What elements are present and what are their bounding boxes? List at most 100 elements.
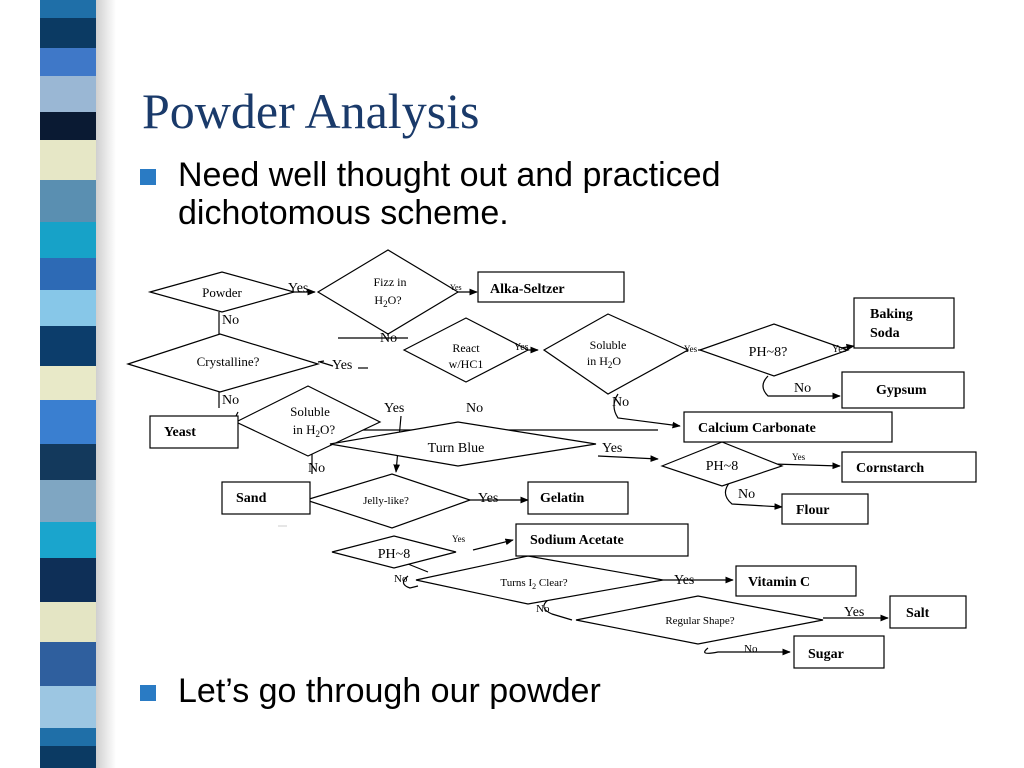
- sugar-text: Sugar: [808, 647, 844, 662]
- edge-label-no: No: [380, 331, 397, 346]
- edge-label-no: No: [738, 487, 755, 502]
- turns-clear-label: Turns I2 Clear?: [500, 577, 567, 591]
- stripe-block: [40, 686, 96, 728]
- stripe-block: [40, 642, 96, 686]
- stripe-block: [40, 366, 96, 400]
- decision-regular-shape: [575, 595, 824, 645]
- edge-label-yes: Yes: [332, 358, 352, 373]
- result-sugar: [793, 635, 885, 669]
- soluble1-label-line2: in H2O: [587, 354, 622, 370]
- ph8-mid-label: PH~8: [706, 459, 738, 474]
- decorative-stripe: [40, 0, 96, 768]
- powder-label: Powder: [202, 285, 242, 300]
- gypsum-text: Gypsum: [876, 383, 927, 398]
- turn-blue-label: Turn Blue: [428, 441, 485, 456]
- result-salt: [889, 595, 967, 629]
- bullet-item: Need well thought out and practiced dich…: [140, 156, 840, 236]
- decision-crystalline: [126, 333, 321, 393]
- stripe-block: [40, 112, 96, 140]
- stripe-block: [40, 0, 96, 18]
- edge-label-yes: Yes: [684, 344, 698, 354]
- decision-jelly: [303, 473, 472, 529]
- result-yeast: [149, 415, 239, 449]
- result-flour: [781, 493, 869, 525]
- jelly-label: Jelly-like?: [363, 495, 409, 507]
- stripe-block: [40, 140, 96, 180]
- sodium-acetate-text: Sodium Acetate: [530, 533, 624, 548]
- stripe-block: [40, 18, 96, 48]
- react-label-line2: w/HC1: [449, 357, 484, 371]
- stripe-block: [40, 222, 96, 258]
- slide-title: Powder Analysis: [142, 83, 480, 139]
- baking-soda-text-line2: Soda: [870, 326, 900, 341]
- stripe-block: [40, 480, 96, 522]
- bullet-text-line2: dichotomous scheme.: [178, 194, 509, 232]
- decision-powder: [147, 271, 297, 313]
- stripe-block: [40, 290, 96, 326]
- yeast-text: Yeast: [164, 425, 196, 440]
- bullet-square-icon: [140, 685, 156, 701]
- stripe-block: [40, 326, 96, 366]
- alka-seltzer-text: Alka-Seltzer: [490, 282, 565, 297]
- vitamin-c-text: Vitamin C: [748, 575, 810, 590]
- result-sand: [221, 481, 311, 515]
- stripe-block: [40, 180, 96, 222]
- edge-label-yes: Yes: [384, 401, 404, 416]
- bullet-text-line1: Let’s go through our powder: [178, 672, 601, 710]
- soluble2-label-line1: Soluble: [290, 404, 330, 419]
- result-baking-soda: [853, 297, 955, 349]
- bullet-square-icon: [140, 169, 156, 185]
- result-gelatin: [527, 481, 629, 515]
- crystalline-label: Crystalline?: [197, 354, 260, 369]
- salt-text: Salt: [906, 606, 930, 621]
- calcium-carbonate-text: Calcium Carbonate: [698, 421, 816, 436]
- stripe-block: [40, 602, 96, 642]
- edge-label-yes: Yes: [514, 342, 529, 353]
- sand-text: Sand: [236, 491, 267, 506]
- decision-react: [402, 317, 530, 383]
- result-vitamin-c: [735, 565, 857, 597]
- bullet-item: Let’s go through our powder: [140, 672, 740, 712]
- baking-soda-text-line1: Baking: [870, 307, 913, 322]
- edge-label-no: No: [222, 313, 239, 328]
- edge-label-yes: Yes: [832, 344, 847, 355]
- edge-label-no: No: [744, 643, 758, 655]
- stripe-block: [40, 522, 96, 558]
- stripe-block: [40, 400, 96, 444]
- fizz-label-line2: H2O?: [374, 293, 401, 309]
- edge-label-yes: Yes: [452, 534, 466, 544]
- cornstarch-text: Cornstarch: [856, 461, 924, 476]
- edge-label-no: No: [394, 573, 408, 585]
- edge-label-yes: Yes: [602, 441, 622, 456]
- decision-ph8-low: [331, 535, 457, 569]
- decision-turns-clear: [415, 555, 664, 605]
- edge-label-yes: Yes: [478, 491, 498, 506]
- result-gypsum: [841, 371, 965, 409]
- stripe-block: [40, 48, 96, 76]
- regular-shape-label: Regular Shape?: [665, 615, 734, 627]
- decision-ph8q: [698, 323, 850, 377]
- decision-soluble1: [542, 313, 690, 395]
- dichotomous-flowchart: Powder Fizz in H2O? React w/HC1 Soluble …: [126, 249, 977, 669]
- react-label-line1: React: [452, 341, 480, 355]
- edge-label-yes: Yes: [288, 281, 308, 296]
- decision-ph8-mid: [660, 441, 784, 487]
- ph8-low-label: PH~8: [378, 547, 410, 562]
- fizz-label-line1: Fizz in: [374, 275, 407, 289]
- gelatin-text: Gelatin: [540, 491, 585, 506]
- decision-soluble2: [234, 385, 382, 457]
- edge-label-no: No: [222, 393, 239, 408]
- soluble2-label-line2: in H2O?: [293, 422, 336, 439]
- edge-label-no: No: [466, 401, 483, 416]
- result-sodium-acetate: [515, 523, 689, 557]
- edge-label-no: No: [794, 381, 811, 396]
- edge-label-no: No: [612, 395, 629, 410]
- stripe-block: [40, 76, 96, 112]
- ph8q-label: PH~8?: [749, 345, 788, 360]
- stripe-block: [40, 746, 96, 768]
- stripe-block: [40, 258, 96, 290]
- flour-text: Flour: [796, 503, 829, 518]
- soluble1-label-line1: Soluble: [590, 338, 627, 352]
- edge-label-yes: Yes: [792, 452, 806, 462]
- bullet-text-line1: Need well thought out and practiced: [178, 156, 721, 194]
